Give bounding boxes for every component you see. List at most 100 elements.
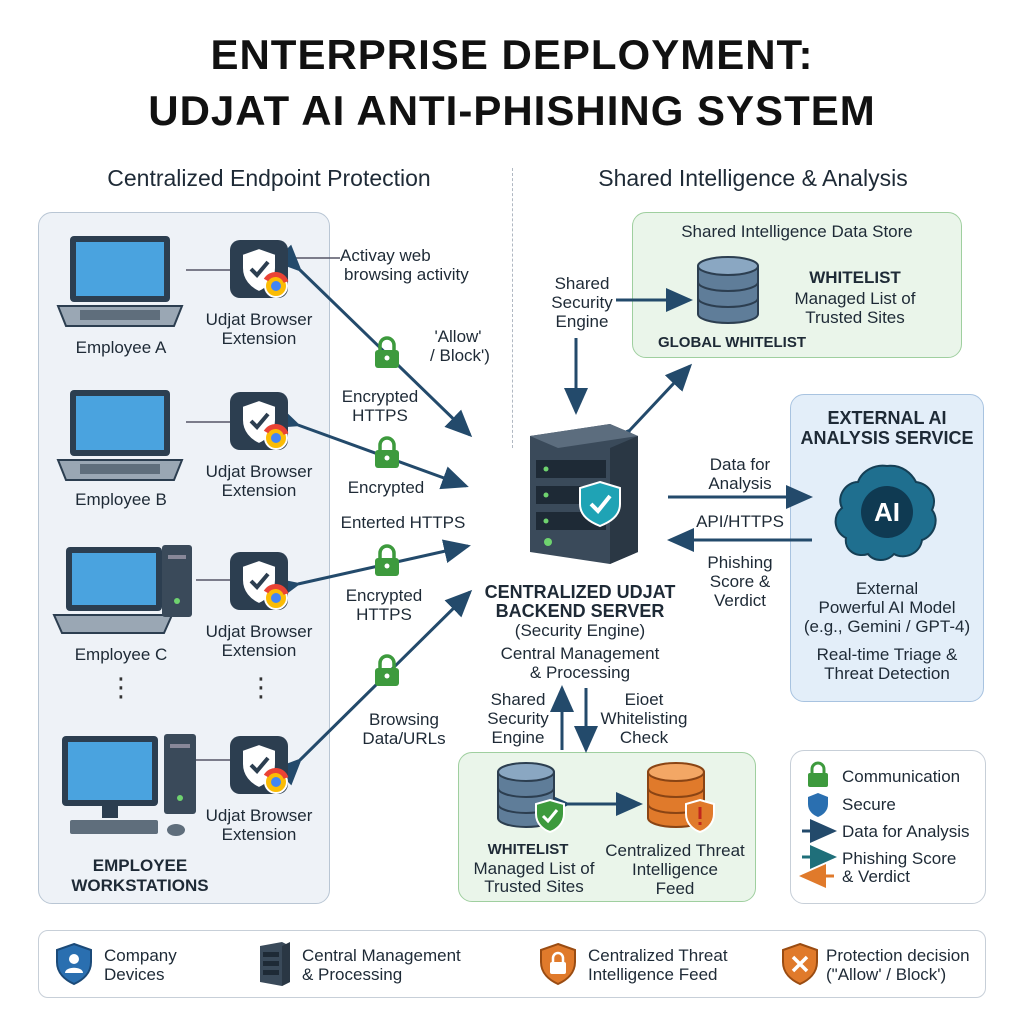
extension-label: Extension [221,641,297,660]
ai-brain-icon: AI [834,464,937,561]
activity-label-2: browsing activity [344,265,469,284]
data-for-analysis-label: Analysis [708,474,772,493]
legend-phishing-score: & Verdict [842,867,911,886]
padlock-icon [375,654,399,686]
lower-whitelist-desc: Trusted Sites [484,877,584,896]
extension-label: Udjat Browser [205,462,313,481]
server-icon [260,942,290,986]
section-heading-right: Shared Intelligence & Analysis [598,165,908,191]
udjat-extension-icon [230,240,289,298]
database-icon [697,256,759,324]
ai-model-desc: (e.g., Gemini / GPT-4) [803,617,971,636]
allow-block-label-2: / Block') [430,346,490,365]
extension-label: Udjat Browser [205,310,313,329]
section-divider [512,168,513,448]
server-subtitle: (Security Engine) [514,621,646,640]
whitelist-database-icon [497,762,565,834]
padlock-icon [375,436,399,468]
server-desc-2: & Processing [529,663,631,682]
bottom-legend-label: Protection decision [826,946,970,965]
threat-feed-label: Centralized Threat [605,841,745,860]
encrypted-label: Encrypted [345,586,423,605]
whitelisting-check-label: Whitelisting [600,709,688,728]
lower-whitelist-desc: Managed List of [473,859,595,878]
bottom-legend-label: ("Allow' / Block') [826,965,947,984]
extension-label: Extension [221,481,297,500]
shared-engine-label: Security [551,293,613,312]
employee-c-label: Employee C [74,645,168,664]
encrypted-label: Encrypted [347,478,425,497]
phishing-score-label: Verdict [714,591,766,610]
blue-shield-user-icon [56,942,92,986]
server-desc-1: Central Management [500,644,660,663]
server-title-1: CENTRALIZED UDJAT [484,582,676,602]
legend-communication: Communication [842,767,961,786]
shared-engine-label: Engine [491,728,545,747]
udjat-extension-icon [230,392,289,450]
orange-shield-lock-icon [540,942,576,986]
activity-label-1: Activay web [340,246,431,265]
more-ellipsis: ⋮ [108,672,134,702]
ai-model-desc: Powerful AI Model [818,598,956,617]
store-title: Shared Intelligence Data Store [681,222,913,241]
extension-label: Udjat Browser [205,806,313,825]
whitelisting-check-label: Check [619,728,669,747]
whitelisting-check-label: Eioet [624,690,664,709]
workstations-label-2: WORKSTATIONS [71,876,209,895]
server-title-2: BACKEND SERVER [495,601,665,621]
legend-secure: Secure [842,795,896,814]
padlock-icon [375,336,399,368]
legend-phishing-score: Phishing Score [842,849,957,868]
browsing-data-label: Data/URLs [362,729,446,748]
laptop-icon [56,236,184,327]
whitelist-desc: Trusted Sites [805,308,905,327]
ai-service-title-1: EXTERNAL AI [827,408,947,428]
extension-label: Extension [221,329,297,348]
shared-engine-label: Engine [555,312,609,331]
allow-block-label-1: 'Allow' [434,327,482,346]
desktop-computer-icon [62,734,196,836]
encrypted-label: Enterted HTTPS [340,513,466,532]
bottom-legend-label: & Processing [302,965,403,984]
whitelist-desc: Managed List of [794,289,916,308]
lower-whitelist-title: WHITELIST [487,841,569,858]
title-line-2: UDJAT AI ANTI-PHISHING SYSTEM [148,87,876,134]
server-icon [530,424,638,564]
browsing-data-label: Browsing [369,710,439,729]
padlock-icon [375,544,399,576]
ai-model-desc: Threat Detection [824,664,950,683]
ai-service-title-2: ANALYSIS SERVICE [800,428,974,448]
api-https-label: API/HTTPS [696,512,784,531]
threat-feed-label: Feed [655,879,695,898]
bottom-legend-label: Central Management [302,946,461,965]
bottom-legend-label: Intelligence Feed [588,965,718,984]
workstations-label-1: EMPLOYEE [92,856,188,875]
ai-badge-text: AI [874,497,900,527]
encrypted-label: Encrypted [341,387,419,406]
laptop-icon [56,390,184,481]
udjat-extension-icon [230,736,289,794]
ai-model-desc: Real-time Triage & [816,645,958,664]
bottom-legend-bar [38,930,986,998]
bottom-legend-label: Company [104,946,177,965]
global-whitelist-label: GLOBAL WHITELIST [657,334,807,351]
extension-label: Udjat Browser [205,622,313,641]
phishing-score-label: Score & [709,572,771,591]
padlock-icon [808,761,828,787]
shared-engine-label: Shared [554,274,610,293]
encrypted-label: HTTPS [356,605,412,624]
shared-data-store-panel [632,212,962,358]
encrypted-label: HTTPS [352,406,408,425]
threat-feed-database-icon [647,762,715,834]
ai-model-desc: External [855,579,919,598]
shield-icon [808,793,828,817]
more-ellipsis: ⋮ [248,672,274,702]
title-line-1: ENTERPRISE DEPLOYMENT: [210,31,814,78]
threat-feed-label: Intelligence [631,860,718,879]
bottom-legend-label: Devices [104,965,165,984]
shared-engine-label: Security [487,709,549,728]
shared-engine-label: Shared [490,690,546,709]
laptop-tower-icon [52,545,192,634]
orange-shield-x-icon [782,942,818,986]
employee-b-label: Employee B [75,490,167,509]
